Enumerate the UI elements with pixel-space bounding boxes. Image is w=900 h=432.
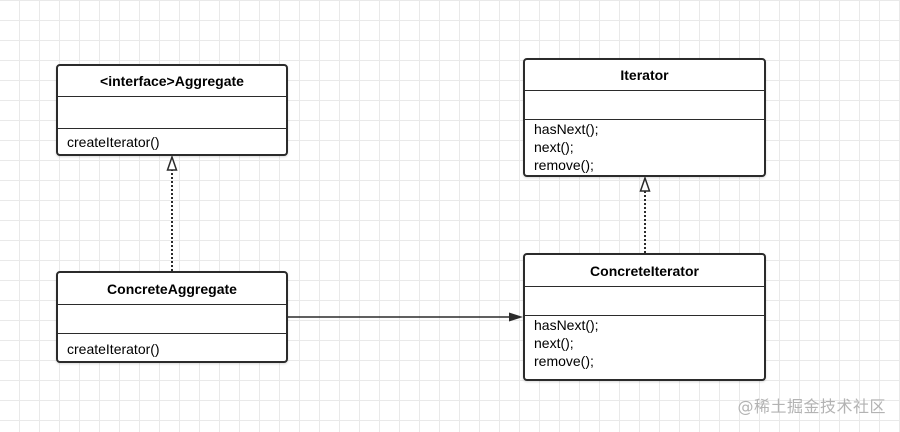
- operation: hasNext();: [534, 121, 599, 137]
- class-iterator-attributes: [525, 91, 764, 120]
- class-aggregate-attributes: [58, 97, 286, 129]
- class-concrete-iterator[interactable]: ConcreteIterator hasNext(); next(); remo…: [523, 253, 766, 381]
- class-concrete-iterator-operations: hasNext(); next(); remove();: [525, 316, 764, 370]
- class-iterator-operations: hasNext(); next(); remove();: [525, 120, 764, 174]
- operation: next();: [534, 139, 574, 155]
- class-aggregate-operations: createIterator(): [58, 129, 286, 151]
- class-aggregate[interactable]: <interface>Aggregate createIterator(): [56, 64, 288, 156]
- operation: createIterator(): [67, 134, 160, 150]
- class-concrete-aggregate-attributes: [58, 305, 286, 334]
- class-iterator[interactable]: Iterator hasNext(); next(); remove();: [523, 58, 766, 177]
- class-concrete-iterator-name: ConcreteIterator: [525, 255, 764, 287]
- operation: next();: [534, 335, 574, 351]
- class-iterator-name: Iterator: [525, 60, 764, 91]
- association-arrowhead: [509, 312, 523, 322]
- realization-arrowhead-aggregate: [166, 154, 178, 171]
- class-aggregate-name: <interface>Aggregate: [58, 66, 286, 97]
- operation: createIterator(): [67, 341, 160, 357]
- watermark: @稀土掘金技术社区: [737, 397, 886, 416]
- operation: hasNext();: [534, 317, 599, 333]
- operation: remove();: [534, 353, 594, 369]
- operation: remove();: [534, 157, 594, 173]
- class-concrete-aggregate-name: ConcreteAggregate: [58, 273, 286, 305]
- class-concrete-iterator-attributes: [525, 287, 764, 316]
- class-concrete-aggregate-operations: createIterator(): [58, 334, 286, 358]
- class-concrete-aggregate[interactable]: ConcreteAggregate createIterator(): [56, 271, 288, 363]
- realization-arrowhead-iterator: [639, 175, 651, 192]
